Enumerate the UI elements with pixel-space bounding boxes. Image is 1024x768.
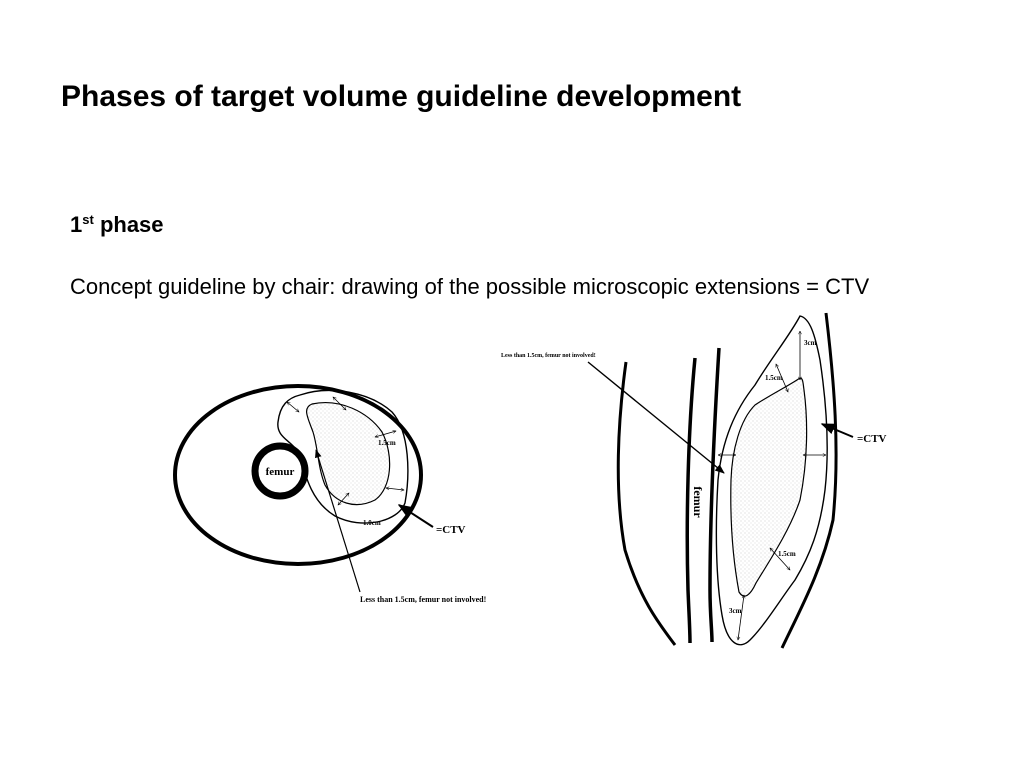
thigh-outline [173, 384, 423, 566]
femur-cortex-outer [685, 357, 697, 644]
femur-cortex-inner [708, 347, 721, 643]
ctv-label: =CTV [857, 433, 887, 445]
margin-arrow [776, 364, 788, 392]
margin-label: 1.0cm [363, 519, 381, 527]
margin-label: 1.5cm [778, 550, 796, 558]
margin-arrow [287, 402, 299, 412]
ctv-pointer-arrow [397, 504, 434, 528]
gtv-tumour [306, 402, 391, 506]
ctv-outline [715, 315, 828, 646]
margin-label: 3cm [729, 607, 742, 615]
ctv-label: =CTV [436, 524, 466, 536]
phase-number: 1 [70, 212, 83, 237]
margin-arrow [386, 488, 404, 490]
note-label: Less than 1.5cm, femur not involved! [501, 353, 596, 359]
note-label: Less than 1.5cm, femur not involved! [360, 595, 486, 604]
note-pointer-arrow [315, 449, 361, 593]
note-pointer-arrow [587, 361, 725, 474]
coronal-diagram: femur 3cm 1.5cm 1.5cm 3cm =CTV Less than… [501, 312, 887, 649]
phase-heading: 1st phase [70, 212, 164, 238]
margin-label: 3cm [804, 339, 817, 347]
phase-word: phase [99, 212, 164, 237]
phase-description: Concept guideline by chair: drawing of t… [70, 274, 870, 299]
phase-ordinal-suffix: st [82, 212, 94, 227]
margin-arrow [338, 493, 349, 505]
ctv-pointer-arrow [820, 423, 854, 438]
ctv-outline [277, 389, 409, 524]
margin-arrow [375, 431, 396, 437]
margin-arrow [770, 548, 790, 570]
thigh-outline-right [780, 312, 838, 649]
axial-diagram: femur 1.5cm 1.0cm =CTV Less than 1.5cm, … [173, 384, 486, 604]
thigh-outline-left [616, 361, 677, 646]
femur-label: femur [266, 466, 295, 478]
slide-title: Phases of target volume guideline develo… [61, 80, 742, 113]
margin-label: 1.5cm [378, 439, 396, 447]
margin-label: 1.5cm [765, 374, 783, 382]
margin-arrow [333, 397, 346, 410]
gtv-tumour [730, 377, 808, 597]
margin-arrow [738, 595, 744, 640]
femur-label: femur [691, 486, 705, 518]
